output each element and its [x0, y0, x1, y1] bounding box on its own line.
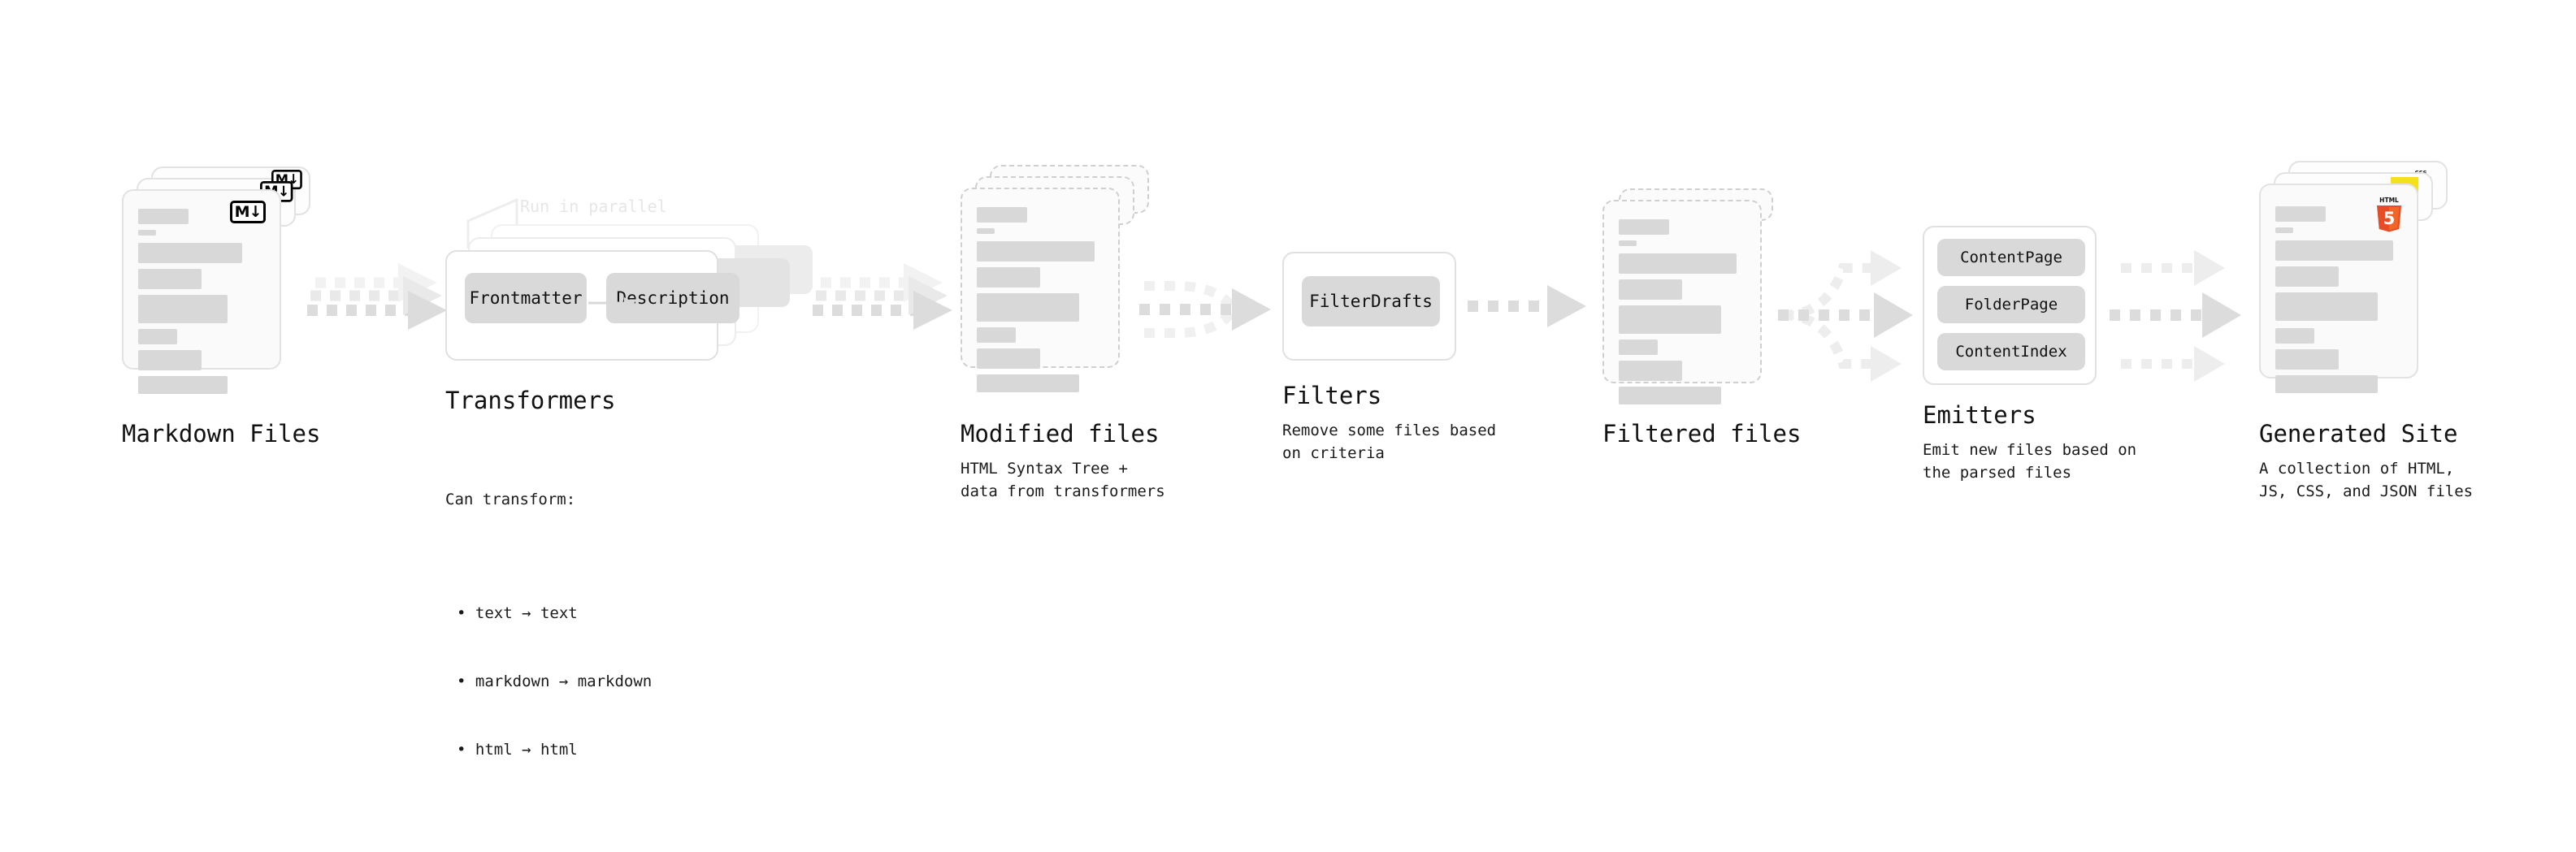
arrowhead — [1232, 288, 1271, 331]
skeleton-line — [2275, 206, 2326, 222]
arrow-emitters-to-site — [2110, 250, 2241, 382]
skeleton-line — [977, 241, 1095, 262]
skeleton-line — [1619, 253, 1737, 274]
filtered-file-card — [1602, 200, 1762, 404]
emitter-chip-contentindex[interactable]: ContentIndex — [1937, 333, 2085, 370]
arrow-markdown-to-transformers — [307, 263, 447, 330]
skeleton-line — [977, 228, 995, 234]
arrowhead — [2202, 292, 2241, 338]
filters-title: Filters — [1282, 382, 1382, 409]
generated-site-title: Generated Site — [2259, 420, 2458, 448]
skeleton-line — [138, 350, 202, 370]
transformer-main-arrow — [588, 297, 635, 309]
skeleton-line — [1619, 361, 1682, 381]
transformers-panel: Frontmatter Description — [445, 250, 739, 361]
filters-subtitle: Remove some files based on criteria — [1282, 422, 1497, 462]
modified-files-title: Modified files — [961, 420, 1160, 448]
emitters-title: Emitters — [1923, 401, 2036, 429]
markdown-badge-text: M — [234, 202, 250, 221]
skeleton-line — [138, 376, 228, 394]
arrowhead — [913, 291, 952, 330]
arrow-filtered-to-emitters-fan — [1778, 250, 1913, 382]
emitters-panel: ContentPage FolderPage ContentIndex — [1923, 226, 2097, 385]
arrowhead — [408, 291, 447, 330]
skeleton-line — [138, 269, 202, 289]
arrowhead — [1547, 285, 1586, 327]
run-in-parallel-label: Run in parallel — [520, 197, 667, 216]
skeleton-line — [2275, 292, 2378, 321]
transformers-bullets-heading: Can transform: — [445, 491, 576, 508]
generated-site-card: HTML 5 — [2259, 184, 2418, 393]
filtered-files-title: Filtered files — [1602, 420, 1802, 448]
skeleton-line — [977, 293, 1079, 322]
skeleton-line — [2275, 328, 2314, 344]
skeleton-line — [2275, 349, 2339, 370]
arrowhead — [1871, 250, 1902, 286]
skeleton-line — [2275, 227, 2293, 233]
transformers-bullet-0: • text → text — [457, 604, 578, 622]
svg-text:5: 5 — [2383, 209, 2396, 228]
skeleton-line — [2275, 375, 2378, 393]
arrowhead — [2194, 346, 2225, 382]
skeleton-line — [1619, 305, 1721, 334]
emitters-subtitle: Emit new files based on the parsed files — [1923, 441, 2137, 482]
html5-badge: HTML 5 — [2373, 195, 2405, 232]
emitter-chip-contentpage[interactable]: ContentPage — [1937, 239, 2085, 276]
skeleton-line — [138, 230, 156, 236]
skeleton-line — [2275, 240, 2393, 261]
skeleton-line — [138, 209, 189, 224]
skeleton-line — [977, 267, 1040, 288]
svg-text:HTML: HTML — [2379, 197, 2399, 204]
markdown-file-card: M↓ — [122, 189, 281, 394]
markdown-badge: M↓ — [230, 201, 266, 223]
skeleton-line — [2275, 266, 2339, 287]
pipeline-diagram: M↓ M↓ M↓ Markdown Files — [122, 161, 2474, 759]
skeleton-line — [977, 327, 1016, 343]
arrow-filters-to-filtered — [1468, 285, 1586, 327]
emitter-chip-contentpage-label: ContentPage — [1960, 249, 2062, 266]
emitter-chip-contentindex-label: ContentIndex — [1955, 343, 2067, 361]
skeleton-line — [1619, 219, 1669, 235]
modified-files-subtitle: HTML Syntax Tree + data from transformer… — [961, 460, 1165, 500]
skeleton-line — [977, 348, 1040, 369]
transformers-bullet-2: • html → html — [457, 741, 578, 759]
skeleton-line — [977, 207, 1027, 223]
transformer-chip-description-label: Description — [616, 288, 730, 308]
modified-file-card — [961, 188, 1120, 392]
arrow-modified-to-filters-merge — [1139, 281, 1271, 338]
transformer-chip-frontmatter-label: Frontmatter — [469, 288, 583, 308]
skeleton-line — [138, 243, 242, 263]
skeleton-line — [1619, 240, 1637, 246]
transformers-description: Can transform: • text → text • markdown … — [445, 443, 652, 852]
skeleton-line — [1619, 279, 1682, 300]
skeleton-line — [138, 295, 228, 323]
filter-chip-filterdrafts[interactable]: FilterDrafts — [1302, 276, 1440, 327]
skeleton-line — [977, 374, 1079, 392]
skeleton-line — [1619, 387, 1721, 404]
arrow-transformers-to-modified — [813, 263, 952, 330]
arrowhead — [1871, 346, 1902, 382]
arrowhead — [1874, 292, 1913, 338]
markdown-files-title: Markdown Files — [122, 420, 321, 448]
emitter-chip-folderpage-label: FolderPage — [1964, 296, 2058, 314]
transformer-chip-frontmatter[interactable]: Frontmatter — [465, 273, 587, 323]
filters-panel: FilterDrafts — [1282, 252, 1456, 361]
skeleton-line — [138, 329, 177, 344]
emitter-chip-folderpage[interactable]: FolderPage — [1937, 286, 2085, 323]
transformers-bullet-1: • markdown → markdown — [457, 673, 653, 690]
generated-site-subtitle: A collection of HTML, JS, CSS, and JSON … — [2259, 460, 2474, 500]
transformer-chip-description[interactable]: Description — [606, 273, 739, 323]
filter-chip-filterdrafts-label: FilterDrafts — [1309, 292, 1433, 311]
run-in-parallel-bracket — [466, 197, 518, 249]
transformers-title: Transformers — [445, 387, 616, 414]
skeleton-line — [1619, 340, 1658, 355]
arrowhead — [2194, 250, 2225, 286]
